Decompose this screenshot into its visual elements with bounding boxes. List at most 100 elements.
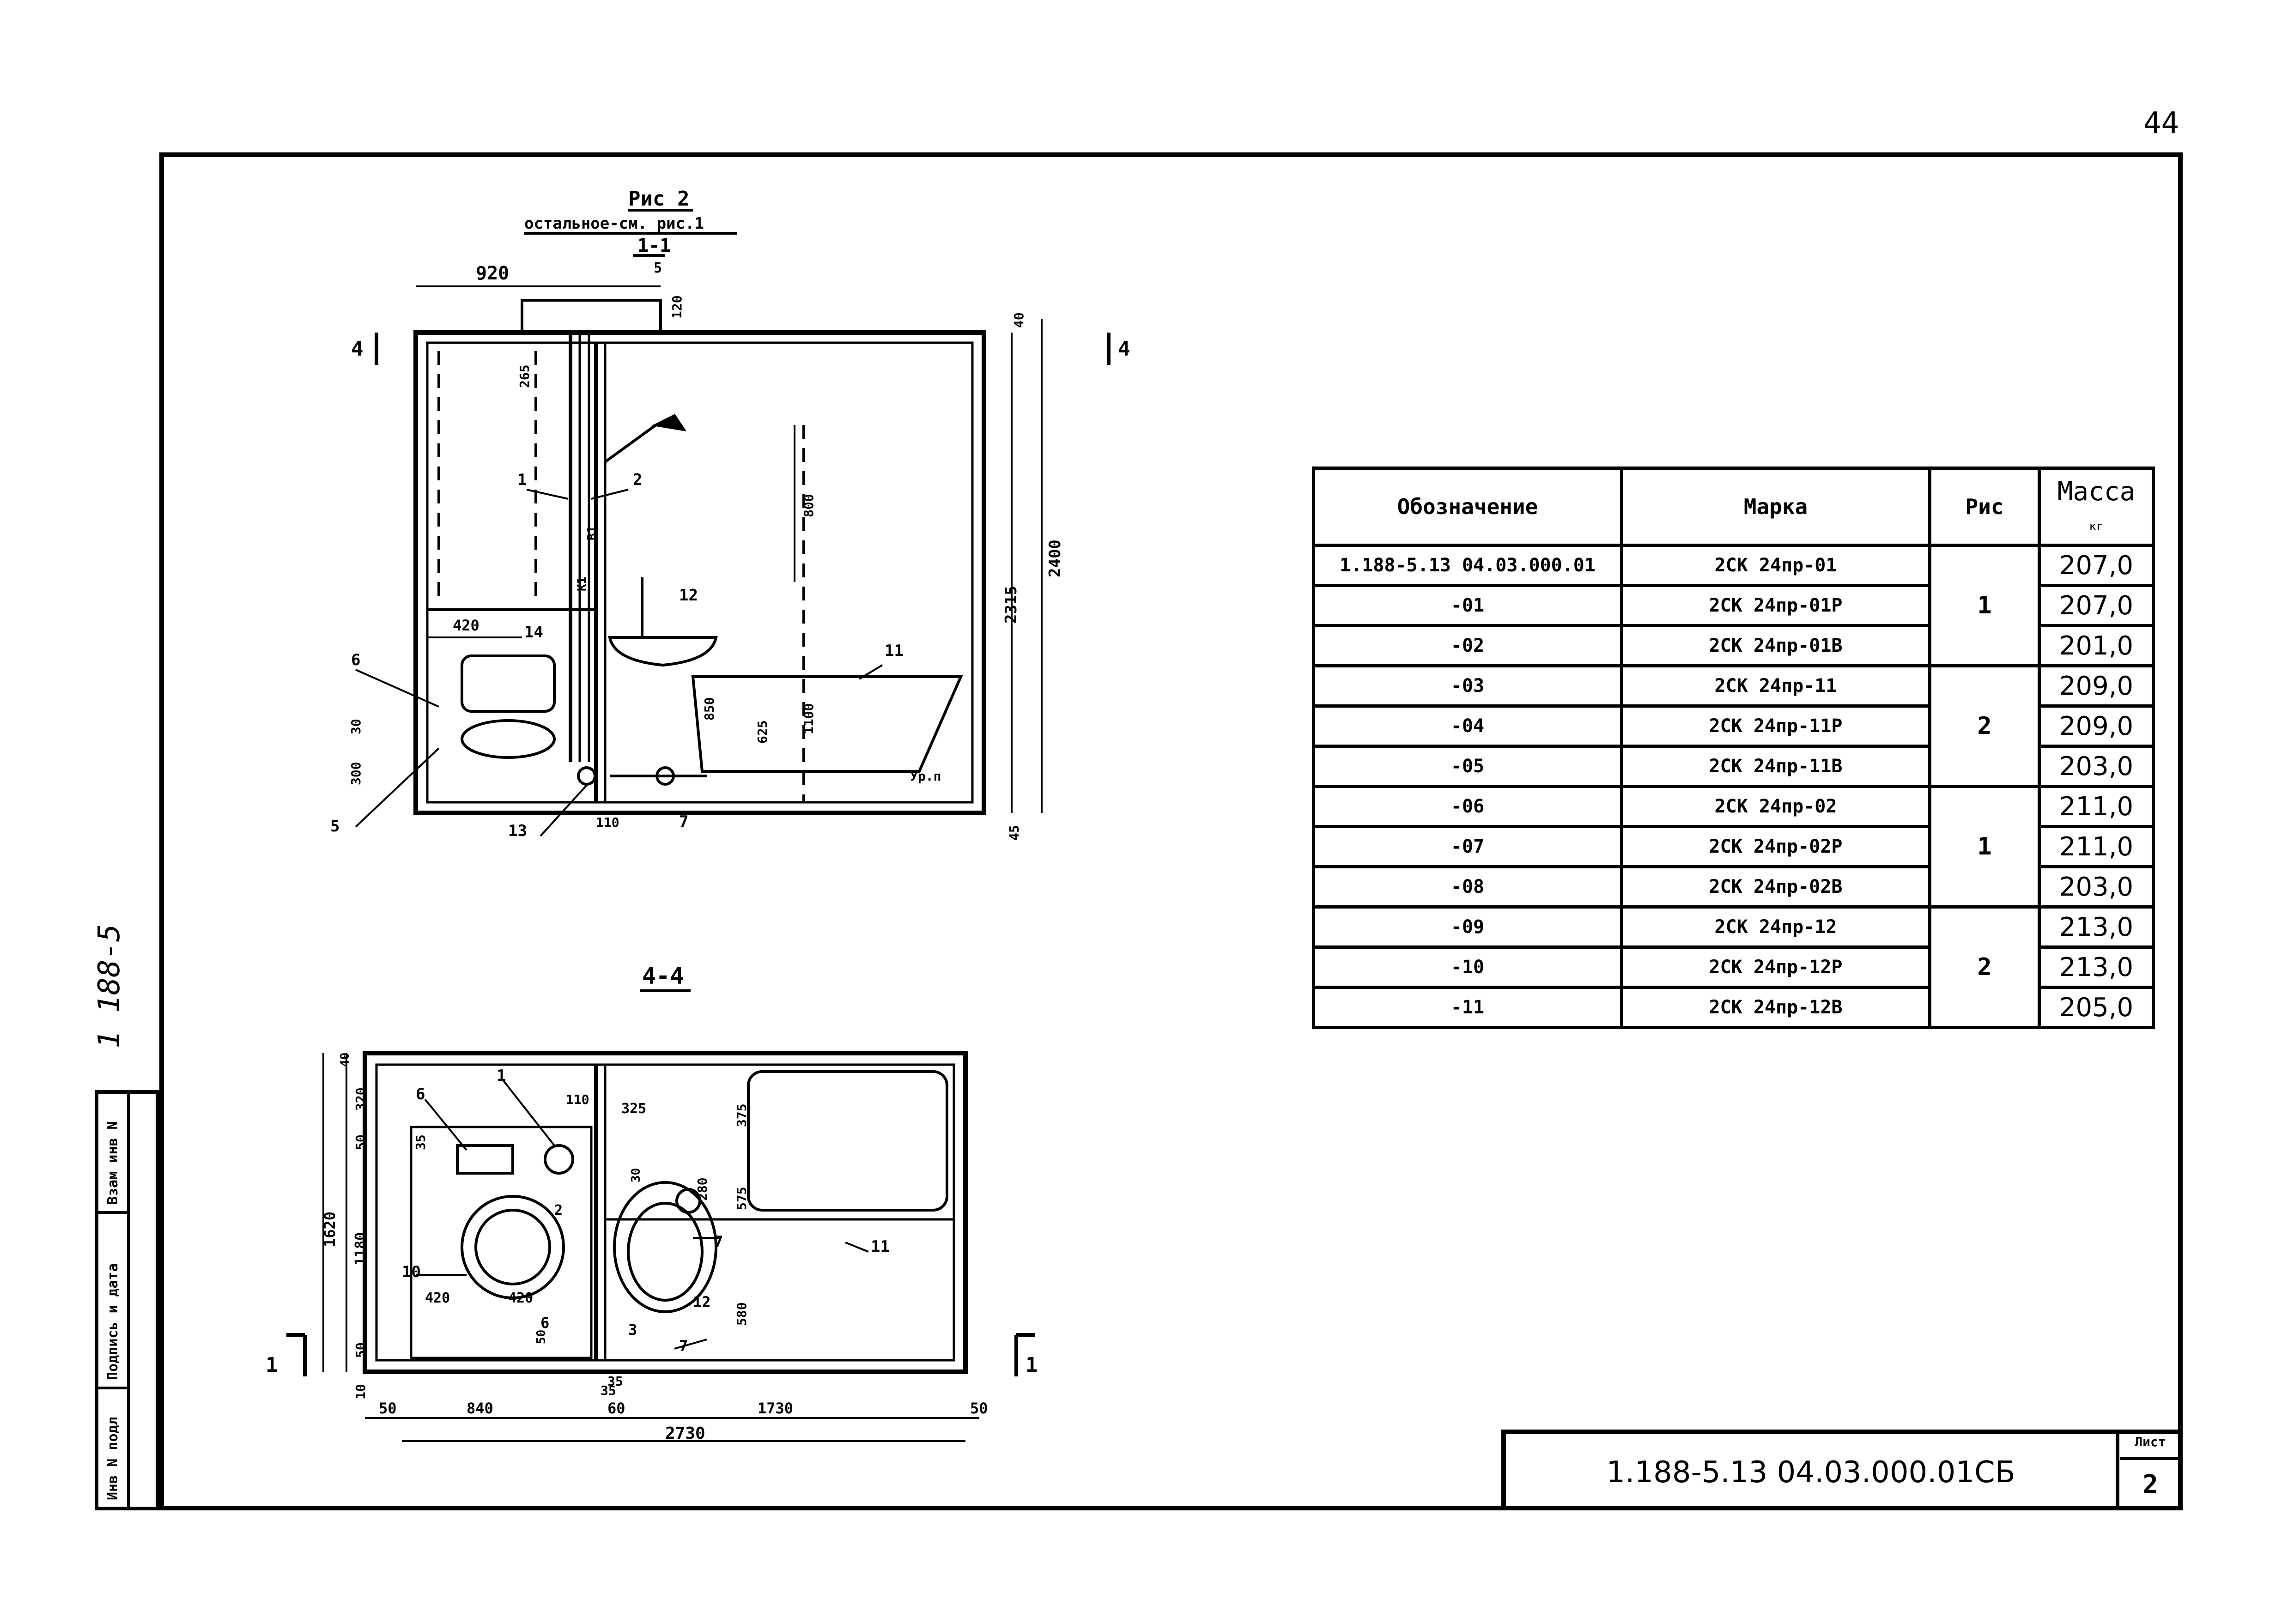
dim-30-4: 30 xyxy=(629,1168,643,1182)
table-row: 1.188-5.13 04.03.000.01 2СК 24пр-01 1 20… xyxy=(1312,544,2155,667)
fig-title: Рис 2 xyxy=(628,187,689,211)
row-mark: 2СК 24пр-12Р xyxy=(1620,945,1931,989)
leader4-3: 3 xyxy=(628,1321,637,1339)
section-mark-1-right: 1 xyxy=(1026,1353,1038,1377)
leader4-2: 2 xyxy=(554,1202,563,1218)
dim-110: 110 xyxy=(596,815,619,830)
header-mass: Масса кг xyxy=(2038,467,2155,547)
leader-7: 7 xyxy=(679,812,688,831)
leader-14: 14 xyxy=(524,623,543,642)
dim-300: 300 xyxy=(348,762,364,785)
dim-280: 280 xyxy=(695,1177,710,1201)
row-mark: 2СК 24пр-01 xyxy=(1620,544,1931,587)
row-mass: 209,0 xyxy=(2038,704,2155,748)
table-row: -03 2СК 24пр-11 2 209,0 xyxy=(1312,664,2155,788)
sheet-label: Лист xyxy=(2120,1434,2180,1460)
row-mass: 209,0 xyxy=(2038,664,2155,708)
dim-375: 375 xyxy=(734,1103,749,1127)
dim-50-c: 50 xyxy=(534,1330,548,1344)
spec-table: Обозначение Марка Рис Масса кг 1.188-5.1… xyxy=(1312,467,2155,1029)
dim-1730: 1730 xyxy=(758,1400,793,1417)
row-mass: 211,0 xyxy=(2038,785,2155,828)
table-row: -01 2СК 24пр-01Р 207,0 xyxy=(1312,584,2155,627)
page-number: 44 xyxy=(2143,106,2179,140)
row-code: -08 xyxy=(1312,865,1623,909)
dim-1180: 1180 xyxy=(352,1232,369,1266)
dim-840: 840 xyxy=(467,1400,493,1417)
dim-50-b: 50 xyxy=(353,1342,368,1358)
table-row: -06 2СК 24пр-02 1 211,0 xyxy=(1312,785,2155,909)
row-mark: 2СК 24пр-02Р xyxy=(1620,825,1931,868)
row-code: -04 xyxy=(1312,704,1623,748)
row-fig: 1 xyxy=(1928,785,2041,909)
section-mark-4-left: 4 xyxy=(351,337,364,361)
header-code: Обозначение xyxy=(1312,467,1623,547)
dim-30: 30 xyxy=(348,719,364,734)
leader4-6: 6 xyxy=(416,1085,425,1103)
row-mass: 205,0 xyxy=(2038,986,2155,1029)
leader4-12: 12 xyxy=(693,1293,711,1311)
fig-note: остальное-см. рис.1 xyxy=(524,214,704,233)
dim-2730: 2730 xyxy=(665,1424,705,1443)
dim-1100: 1100 xyxy=(801,703,816,734)
dim-40: 40 xyxy=(1011,312,1026,328)
table-header-row: Обозначение Марка Рис Масса кг xyxy=(1312,467,2155,547)
row-code: -10 xyxy=(1312,945,1623,989)
row-code: -07 xyxy=(1312,825,1623,868)
leader4-7b: 7 xyxy=(679,1337,688,1355)
leader-13: 13 xyxy=(508,822,527,840)
leader4-11: 11 xyxy=(871,1237,890,1256)
leader4-1: 1 xyxy=(497,1067,506,1085)
leader-5: 5 xyxy=(330,817,340,836)
row-code: 1.188-5.13 04.03.000.01 xyxy=(1312,544,1623,587)
dim-800: 800 xyxy=(801,494,816,517)
leader-1: 1 xyxy=(517,471,527,489)
dim-35-b: 35 xyxy=(607,1374,623,1389)
leader4-110: 110 xyxy=(566,1092,589,1107)
row-mark: 2СК 24пр-02 xyxy=(1620,785,1931,828)
pipe-k1: К1 xyxy=(575,577,589,591)
row-code: -02 xyxy=(1312,624,1623,667)
pipe-b1: В1 xyxy=(585,526,599,540)
dim-580: 580 xyxy=(734,1302,749,1326)
title-block: 1.188-5.13 04.03.000.01СБ Лист 2 xyxy=(1501,1430,2180,1510)
dim-50-a: 50 xyxy=(353,1134,368,1150)
row-fig: 1 xyxy=(1928,544,2041,667)
dim-420-a: 420 xyxy=(425,1290,450,1306)
row-mass: 203,0 xyxy=(2038,745,2155,788)
header-mark: Марка xyxy=(1620,467,1931,547)
leader4-10: 10 xyxy=(402,1263,421,1281)
binding-divider xyxy=(127,1094,130,1507)
leader-11: 11 xyxy=(885,642,904,660)
dim-60: 60 xyxy=(607,1400,625,1417)
dim-50-right: 50 xyxy=(970,1400,988,1417)
table-row: -09 2СК 24пр-12 2 213,0 xyxy=(1312,905,2155,1029)
row-mark: 2СК 24пр-02В xyxy=(1620,865,1931,909)
table-row: -02 2СК 24пр-01В 201,0 xyxy=(1312,624,2155,667)
dim-265: 265 xyxy=(517,364,532,388)
sheet-number: 2 xyxy=(2142,1470,2158,1500)
cabin-shell-4-4 xyxy=(363,1051,968,1374)
table-row: -08 2СК 24пр-02В 203,0 xyxy=(1312,865,2155,909)
section-1-sub: 5 xyxy=(654,260,662,276)
row-mass: 213,0 xyxy=(2038,905,2155,949)
row-mass: 207,0 xyxy=(2038,584,2155,627)
row-mass: 203,0 xyxy=(2038,865,2155,909)
row-fig: 2 xyxy=(1928,905,2041,1029)
leader4-7: 7 xyxy=(714,1233,723,1251)
row-code: -03 xyxy=(1312,664,1623,708)
table-row: -05 2СК 24пр-11В 203,0 xyxy=(1312,745,2155,788)
dim-575: 575 xyxy=(734,1187,749,1210)
dim-850: 850 xyxy=(702,697,717,721)
leader-12: 12 xyxy=(679,586,698,605)
dim-920: 920 xyxy=(476,263,509,284)
dim-45: 45 xyxy=(1007,825,1022,841)
row-mass: 211,0 xyxy=(2038,825,2155,868)
row-mark: 2СК 24пр-11В xyxy=(1620,745,1931,788)
dim-40-4: 40 xyxy=(338,1053,352,1067)
dim-1620: 1620 xyxy=(321,1212,339,1247)
row-mark: 2СК 24пр-01В xyxy=(1620,624,1931,667)
section-mark-1-left: 1 xyxy=(266,1353,278,1377)
sheet-frame xyxy=(159,152,2183,1510)
